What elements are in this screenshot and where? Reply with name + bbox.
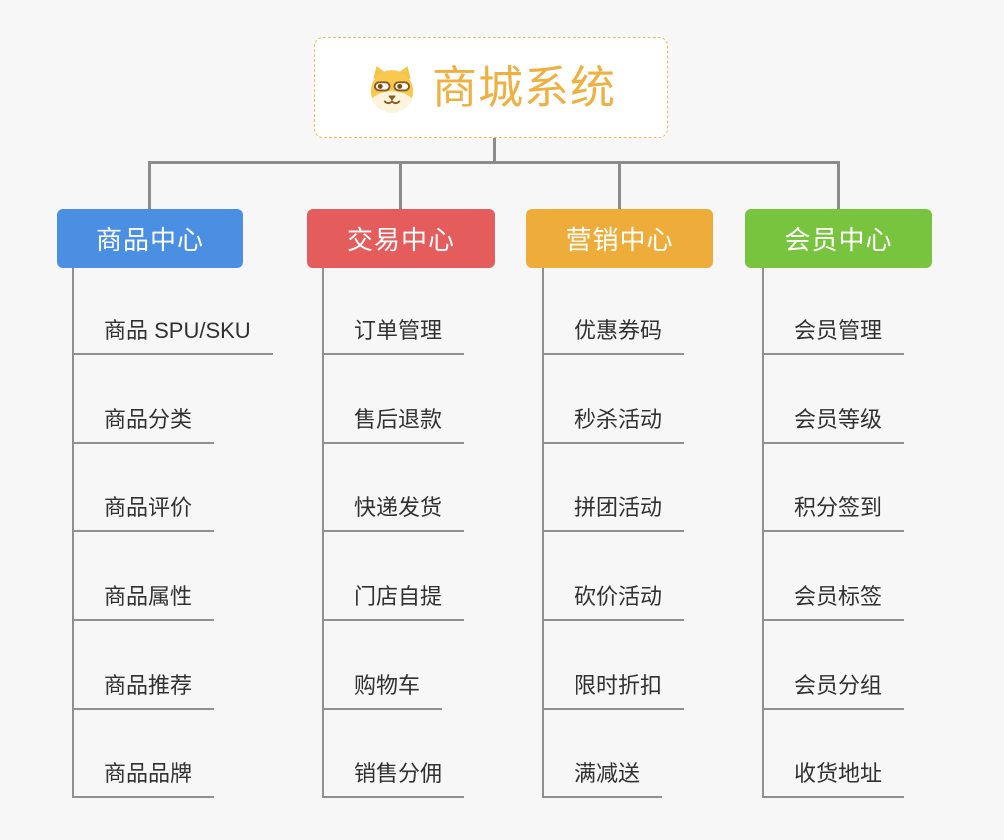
node-trade-center-child-4[interactable]: 购物车 [322, 666, 443, 710]
node-member-center-child-2[interactable]: 积分签到 [762, 488, 905, 532]
node-member-center-child-4[interactable]: 会员分组 [762, 666, 905, 710]
node-member-center-child-0[interactable]: 会员管理 [762, 311, 905, 355]
branch-connector-trade-center [322, 268, 324, 798]
node-marketing-center-child-2[interactable]: 拼团活动 [542, 488, 685, 532]
node-member-center-child-5[interactable]: 收货地址 [762, 754, 905, 798]
root-node[interactable]: 商城系统 [314, 37, 668, 138]
node-marketing-center-child-0[interactable]: 优惠券码 [542, 311, 685, 355]
node-trade-center-child-0[interactable]: 订单管理 [322, 311, 465, 355]
shiba-dog-icon [370, 65, 414, 112]
node-product-center-child-0[interactable]: 商品 SPU/SKU [72, 311, 273, 355]
branch-label: 会员中心 [784, 225, 893, 255]
branch-connector-member-center [762, 268, 764, 798]
node-product-center-child-3[interactable]: 商品属性 [72, 577, 215, 621]
connector-root-stem [493, 137, 496, 163]
node-trade-center-child-3[interactable]: 门店自提 [322, 577, 465, 621]
branch-connector-product-center [72, 268, 74, 798]
node-product-center-child-2[interactable]: 商品评价 [72, 488, 215, 532]
branch-label: 交易中心 [346, 225, 455, 255]
node-marketing-center-child-5[interactable]: 满减送 [542, 754, 663, 798]
root-title: 商城系统 [431, 62, 616, 113]
node-member-center-child-1[interactable]: 会员等级 [762, 400, 905, 444]
connector-drop-trade [399, 161, 402, 210]
node-trade-center-child-5[interactable]: 销售分佣 [322, 754, 465, 798]
node-marketing-center-child-3[interactable]: 砍价活动 [542, 577, 685, 621]
node-product-center-child-5[interactable]: 商品品牌 [72, 754, 215, 798]
connector-bus [148, 161, 840, 164]
node-trade-center-child-1[interactable]: 售后退款 [322, 400, 465, 444]
branch-header-marketing-center[interactable]: 营销中心 [526, 209, 713, 268]
connector-drop-marketing [618, 161, 621, 210]
branch-header-member-center[interactable]: 会员中心 [745, 209, 932, 268]
node-member-center-child-3[interactable]: 会员标签 [762, 577, 905, 621]
branch-connector-marketing-center [542, 268, 544, 798]
node-trade-center-child-2[interactable]: 快递发货 [322, 488, 465, 532]
node-product-center-child-4[interactable]: 商品推荐 [72, 666, 215, 710]
node-product-center-child-1[interactable]: 商品分类 [72, 400, 215, 444]
node-marketing-center-child-1[interactable]: 秒杀活动 [542, 400, 685, 444]
connector-drop-product [148, 161, 151, 210]
branch-header-trade-center[interactable]: 交易中心 [307, 209, 495, 268]
connector-drop-member [837, 161, 840, 210]
branch-header-product-center[interactable]: 商品中心 [57, 209, 243, 268]
branch-label: 营销中心 [565, 225, 674, 255]
branch-label: 商品中心 [95, 225, 204, 255]
node-marketing-center-child-4[interactable]: 限时折扣 [542, 666, 685, 710]
